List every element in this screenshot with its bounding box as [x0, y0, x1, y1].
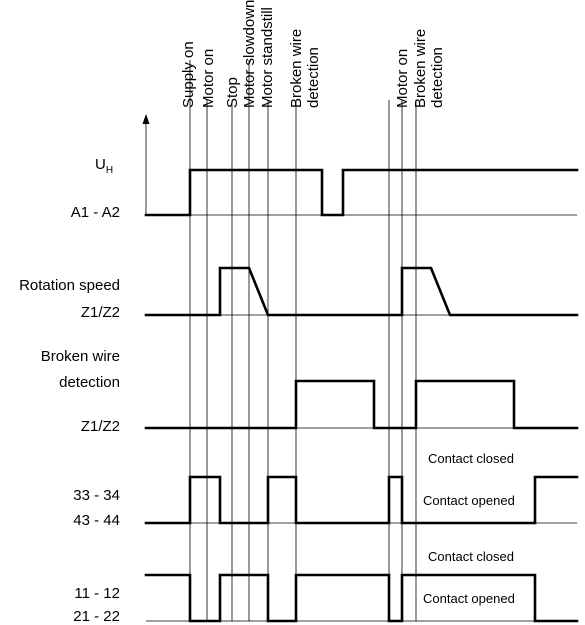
event-label-motor-on-2: Motor on: [394, 49, 411, 108]
waveform-broken-wire: [144, 379, 579, 430]
event-label-motor-slowdown: Motor slowdown: [241, 0, 258, 108]
label-a1-a2: A1 - A2: [71, 204, 120, 221]
note-relay1-closed: Contact closed: [428, 451, 514, 466]
note-relay2-opened: Contact opened: [423, 591, 515, 606]
event-labels: Supply on Motor on Stop Motor slowdown M…: [180, 0, 446, 108]
label-relay2-11-12: 11 - 12: [74, 585, 120, 602]
time-axis-arrowhead: [142, 114, 150, 124]
note-bg-relay2: [420, 582, 530, 614]
label-relay2-21-22: 21 - 22: [73, 608, 120, 625]
label-rotation-z1z2: Z1/Z2: [81, 304, 120, 321]
event-label-broken-wire: Broken wire: [288, 29, 305, 108]
signal-labels: UH A1 - A2 Rotation speed Z1/Z2 Broken w…: [19, 156, 120, 625]
note-bg-relay1: [420, 485, 530, 517]
label-relay1-43-44: 43 - 44: [73, 512, 120, 529]
event-label-supply-on: Supply on: [180, 41, 197, 108]
label-relay1-33-34: 33 - 34: [73, 487, 120, 504]
label-rotation-speed: Rotation speed: [19, 277, 120, 294]
label-uh: UH: [95, 156, 113, 176]
event-label-detection: detection: [305, 47, 322, 108]
note-relay1-opened: Contact opened: [423, 493, 515, 508]
event-label-broken-wire-2: Broken wire: [412, 29, 429, 108]
event-markers: [189, 60, 417, 621]
note-relay2-closed: Contact closed: [428, 549, 514, 564]
contact-notes: Contact closed Contact opened Contact cl…: [420, 451, 530, 614]
waveform-relay1: [144, 475, 579, 525]
label-broken-wire-1: Broken wire: [41, 348, 120, 365]
label-broken-wire-z1z2: Z1/Z2: [81, 418, 120, 435]
event-label-stop: Stop: [224, 77, 241, 108]
waveform-rotation-speed: [144, 266, 579, 317]
label-broken-wire-2: detection: [59, 374, 120, 391]
event-label-motor-on: Motor on: [200, 49, 217, 108]
waveform-relay2: [144, 573, 579, 623]
event-label-detection-2: detection: [429, 47, 446, 108]
event-label-motor-standstill: Motor standstill: [259, 7, 276, 108]
waveform-uh: [144, 168, 579, 217]
